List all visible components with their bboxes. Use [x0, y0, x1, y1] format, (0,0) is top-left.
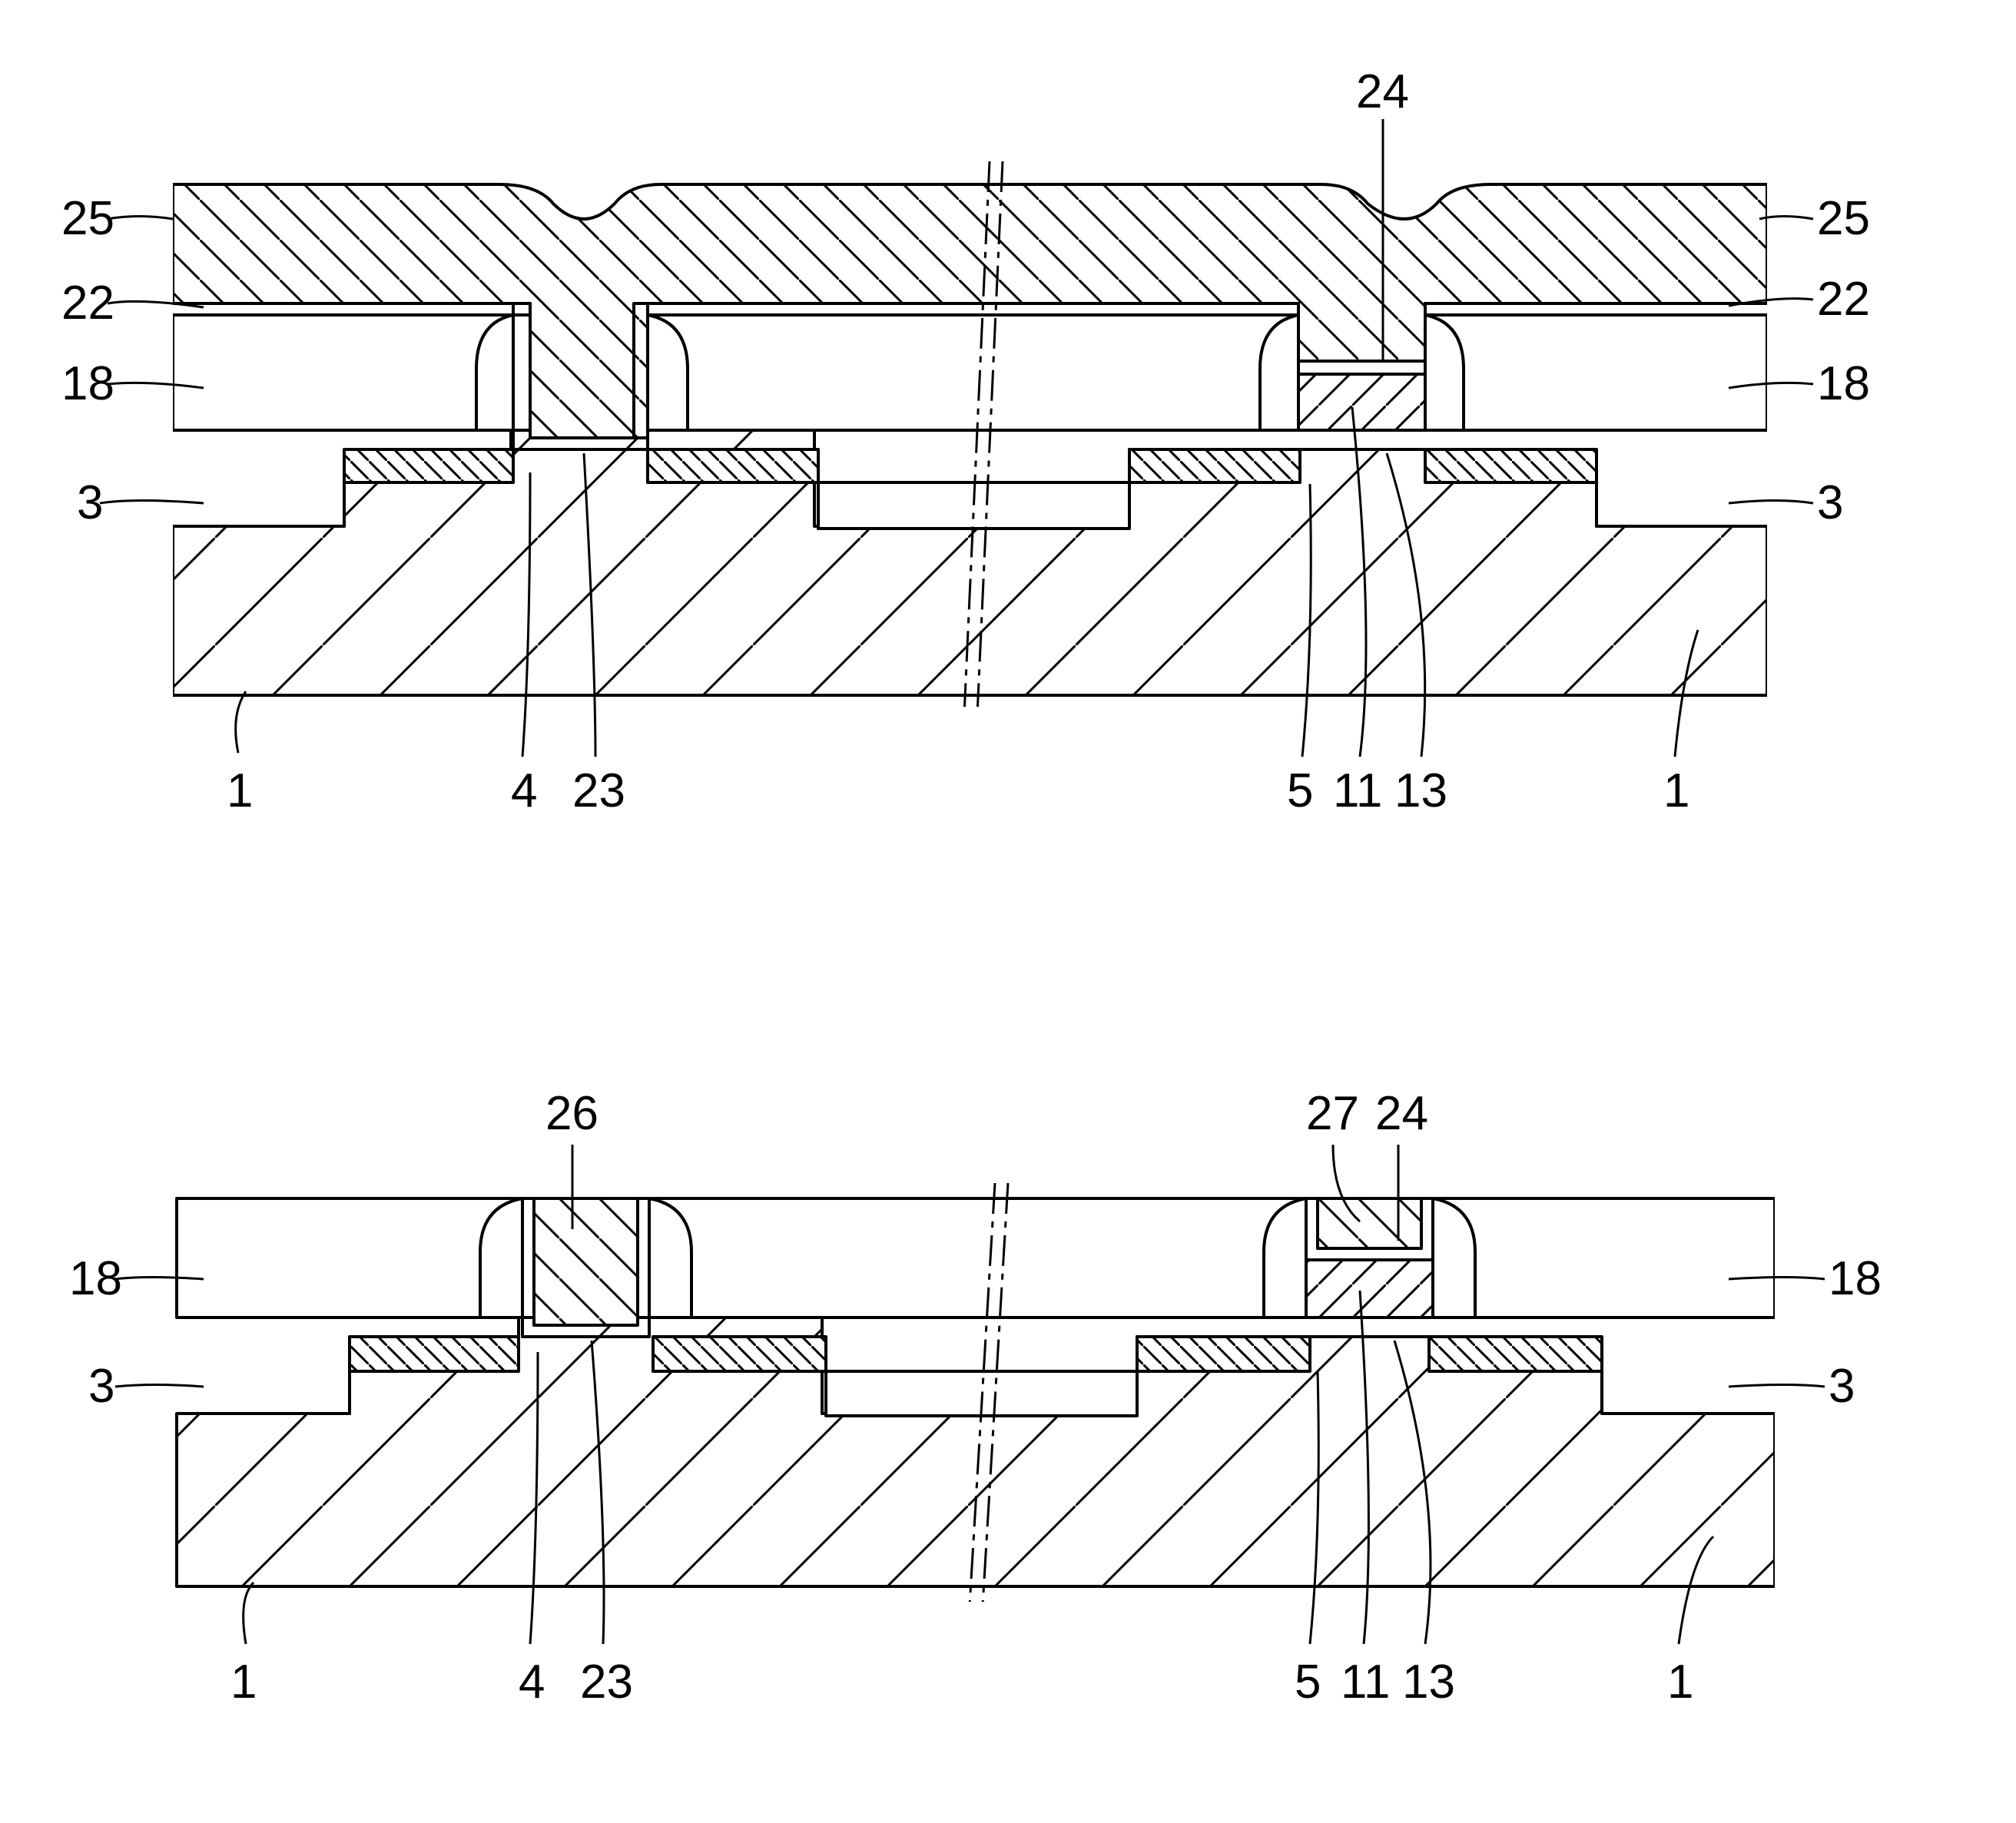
- isolation-region-left: [173, 430, 344, 526]
- label-23: 23: [572, 764, 625, 817]
- label-23-b: 23: [580, 1656, 633, 1709]
- figure-bottom: [177, 1183, 1775, 1606]
- silicide-center-left-b: [653, 1337, 826, 1371]
- label-22-left: 22: [61, 277, 114, 330]
- label-18-right-b: 18: [1829, 1252, 1882, 1305]
- label-3-left-b: 3: [88, 1360, 114, 1413]
- dielectric-layer-18: [173, 315, 1767, 430]
- label-1-right: 1: [1663, 764, 1689, 817]
- label-27-b: 27: [1306, 1087, 1359, 1140]
- label-24: 24: [1356, 65, 1409, 118]
- label-1-left: 1: [227, 764, 253, 817]
- label-22-right: 22: [1817, 273, 1870, 326]
- label-18-right: 18: [1817, 357, 1870, 410]
- silicide-right-b: [1429, 1337, 1602, 1371]
- silicide-center-left: [648, 449, 818, 482]
- dielectric-layer-18-b: [177, 1198, 1775, 1318]
- isolation-region-right: [1597, 430, 1767, 526]
- plug-27: [1318, 1198, 1421, 1248]
- contact-plug-26: [534, 1198, 638, 1325]
- label-24-b: 24: [1375, 1087, 1428, 1140]
- label-3-right-b: 3: [1829, 1360, 1855, 1413]
- label-5: 5: [1287, 764, 1313, 817]
- label-18-left-b: 18: [69, 1252, 122, 1305]
- silicide-left: [344, 449, 513, 482]
- gate-electrode-11: [1298, 374, 1425, 430]
- label-3-left: 3: [77, 476, 103, 529]
- silicide-left-b: [350, 1337, 519, 1371]
- label-26-b: 26: [545, 1087, 598, 1140]
- label-4-b: 4: [519, 1656, 545, 1709]
- label-13-b: 13: [1402, 1656, 1455, 1709]
- label-3-right: 3: [1817, 476, 1843, 529]
- label-18-left: 18: [61, 357, 114, 410]
- figure-top: [173, 161, 1767, 714]
- label-13: 13: [1394, 764, 1447, 817]
- label-1-left-b: 1: [230, 1656, 257, 1709]
- label-25-left: 25: [61, 192, 114, 245]
- silicide-center-right: [1129, 449, 1300, 482]
- label-5-b: 5: [1295, 1656, 1321, 1709]
- label-4: 4: [511, 764, 537, 817]
- silicide-center-right-b: [1137, 1337, 1310, 1371]
- label-1-right-b: 1: [1667, 1656, 1693, 1709]
- label-11-b: 11: [1341, 1656, 1390, 1709]
- silicide-right: [1425, 449, 1597, 482]
- gate-electrode-11-b: [1306, 1260, 1433, 1318]
- label-25-right: 25: [1817, 192, 1870, 245]
- label-11: 11: [1333, 764, 1382, 817]
